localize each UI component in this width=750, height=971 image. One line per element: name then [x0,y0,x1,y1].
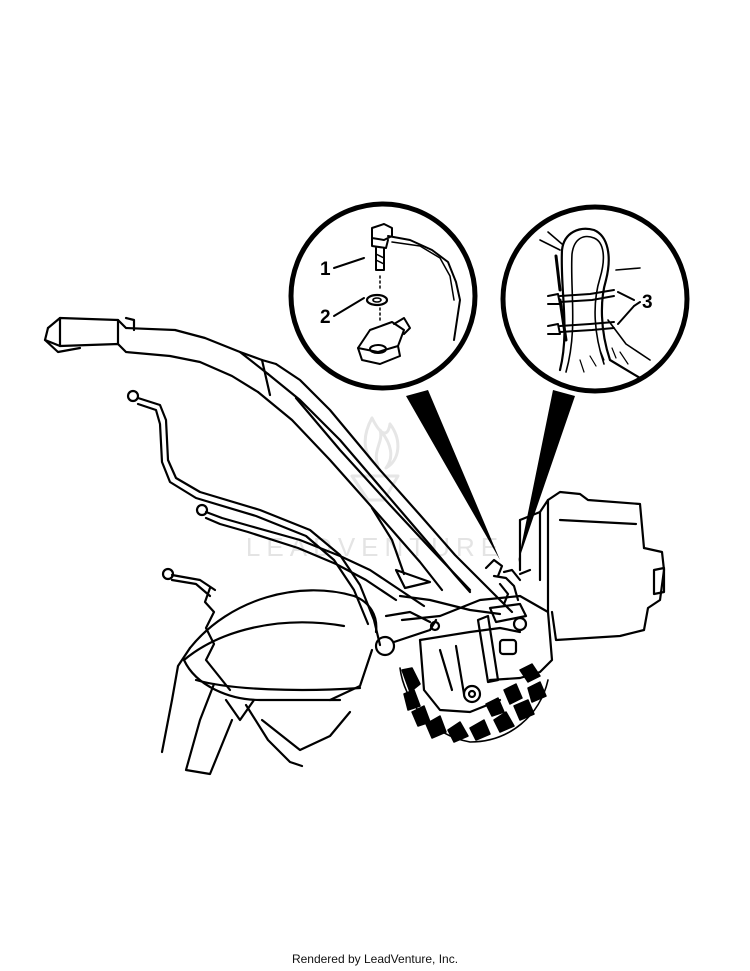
detail-circle-bolt [288,201,478,391]
tine-outline [399,667,549,743]
control-cable-lower [195,503,426,608]
transmission [374,594,554,714]
handlebar [43,316,514,614]
engine [518,490,666,642]
control-cable-upper [126,389,382,647]
callout-pointers [406,390,575,562]
detail-circle-cable-ties [500,204,690,394]
callout-number-3: 3 [642,292,653,313]
tine-shield [160,586,378,776]
callout-number-2: 2 [320,307,331,328]
throttle-wire [161,567,217,598]
callout-number-1: 1 [320,259,331,280]
footer-credit: Rendered by LeadVenture, Inc. [291,952,459,966]
cable-routing [484,558,532,606]
